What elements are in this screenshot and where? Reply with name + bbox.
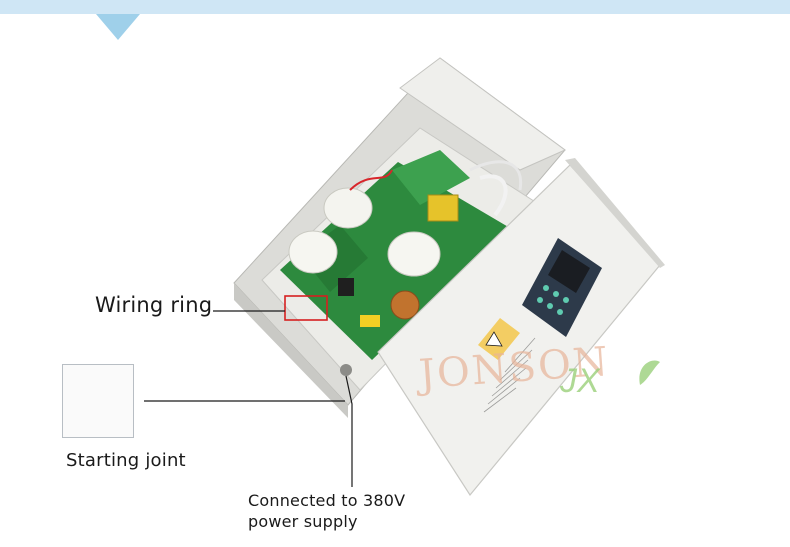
keypad-module [522, 238, 602, 337]
inductor-coil [390, 290, 420, 320]
warning-label [478, 318, 520, 360]
power-supply-label-line1: Connected to 380V [248, 491, 406, 510]
starting-joint-thumbnail [62, 364, 134, 438]
starting-joint-label: Starting joint [66, 450, 186, 471]
power-supply-leader [345, 375, 353, 487]
keypad-button-3 [557, 309, 563, 315]
control-board [392, 150, 470, 205]
keypad-lcd [548, 250, 590, 293]
enclosure-bottom-edge [234, 283, 348, 418]
red-wire [349, 169, 393, 191]
capacitor-3 [387, 231, 441, 277]
enclosure-lid [399, 57, 566, 171]
wiring-ring-label: Wiring ring [95, 293, 213, 317]
keypad-button-4 [543, 285, 549, 291]
watermark-logo: JX [559, 362, 601, 400]
relay [338, 278, 354, 296]
power-supply-label-line2: power supply [248, 512, 358, 531]
white-cable-2 [469, 160, 523, 191]
transformer [427, 194, 459, 222]
keypad-button-5 [553, 291, 559, 297]
keypad-button-6 [563, 297, 569, 303]
top-banner [0, 0, 790, 40]
door-edge [565, 158, 665, 268]
capacitor-2 [288, 230, 338, 274]
banner-pointer [96, 14, 140, 40]
white-cable-1 [479, 174, 508, 217]
wiring-ring-highlight [284, 295, 328, 321]
keypad-button-2 [547, 303, 553, 309]
power-supply-label: Connected to 380V power supply [248, 490, 405, 532]
banner-bar [0, 0, 790, 14]
keypad-button-1 [537, 297, 543, 303]
yellow-component [360, 315, 380, 327]
warning-text-lines [483, 337, 536, 413]
warning-triangle-icon [485, 331, 503, 347]
cable-gland [340, 364, 352, 376]
watermark-leaf-icon [639, 360, 660, 385]
capacitor-1 [323, 187, 373, 229]
